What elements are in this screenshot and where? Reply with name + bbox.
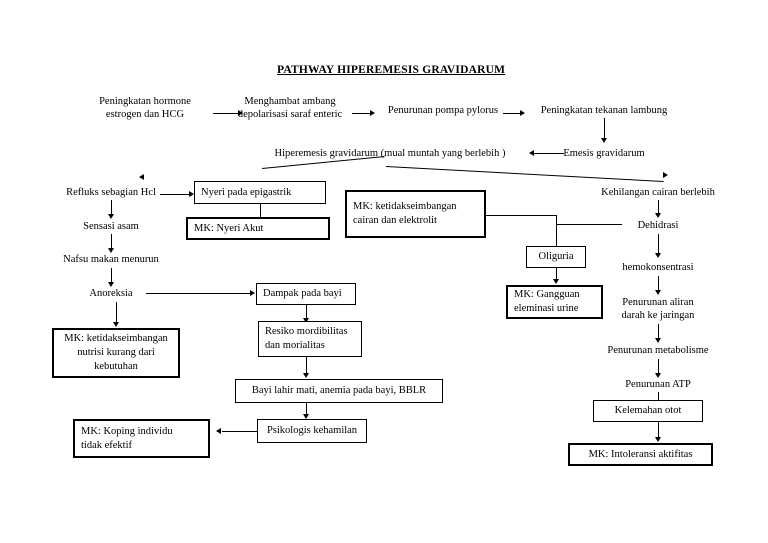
node-sensasi-asam: Sensasi asam [83,221,139,232]
connector-n06-n14 [385,166,664,183]
node-emesis-gravidarum: Emesis gravidarum [563,148,645,159]
connector-n03-n04 [503,113,521,114]
node-nyeri-pada-epigastrik: Nyeri pada epigastrik [194,181,326,204]
connector-n11-n12 [260,204,261,219]
node-peningkatan-tekanan-lambung: Peningkatan tekanan lambung [540,105,668,116]
node-psikologis-kehamilan: Psikologis kehamilan [257,419,367,443]
node-resiko-mordibilitas-label: Resiko mordibilitas dan morialitas [265,326,348,351]
node-penurunan-metabolisme: Penurunan metabolisme [607,345,709,356]
node-kehilangan-cairan-berlebih: Kehilangan cairan berlebih [601,187,715,198]
node-nyeri-pada-epigastrik-label: Nyeri pada epigastrik [201,186,292,198]
node-mk-intoleransi-aktifitas-label: MK: Intoleransi aktifitas [588,448,693,460]
connector-n10-n25 [146,293,251,294]
arrowhead-right-n07-n11 [189,191,194,197]
connector-n08-n09 [111,234,112,250]
connector-n01-n02 [213,113,239,114]
connector-n16-n17 [556,268,557,281]
node-dampak-pada-bayi: Dampak pada bayi [256,283,356,305]
node-dampak-pada-bayi-label: Dampak pada bayi [263,288,342,299]
arrowhead-right-n06-n14 [663,172,668,178]
connector-n15-junction [556,224,622,225]
node-refluks-sebagian-hcl: Refluks sebagian Hcl [66,187,156,198]
node-menghambat-ambang: Menghambat ambang depolarisasi saraf ent… [237,96,343,120]
connector-n18-n19 [658,276,659,293]
node-penurunan-pompa-pylorus: Penurunan pompa pylorus [387,105,499,116]
arrowhead-left-n06-n07 [139,174,144,180]
connector-junction-n16 [556,215,557,246]
node-mk-koping-individu: MK: Koping individu tidak efektif [73,419,210,458]
connector-n27-n28 [306,403,307,416]
connector-n19-n20 [658,324,659,341]
arrowhead-left-n05-n06 [529,150,534,156]
node-dehidrasi: Dehidrasi [637,220,679,231]
connector-n15-n18 [658,234,659,256]
node-mk-nyeri-akut-label: MK: Nyeri Akut [194,222,264,234]
arrowhead-down-n25-n26 [303,318,309,323]
connector-n26-n27 [306,357,307,375]
node-anoreksia: Anoreksia [89,288,133,299]
connector-n22-n23 [658,422,659,439]
connector-n28-n29 [222,431,257,432]
connector-n25-n26 [306,305,307,320]
arrowhead-down-n10-n24 [113,322,119,327]
node-mk-ketidakseimbangan-nutrisi: MK: ketidakseimbangan nutrisi kurang dar… [52,328,180,378]
arrowhead-down-n27-n28 [303,414,309,419]
connector-n14-n15 [658,200,659,216]
arrowhead-down-n16-n17 [553,279,559,284]
node-peningkatan-hormone: Peningkatan hormone estrogen dan HCG [99,96,191,120]
node-bayi-lahir-mati: Bayi lahir mati, anemia pada bayi, BBLR [235,379,443,403]
node-resiko-mordibilitas: Resiko mordibilitas dan morialitas [258,321,362,357]
node-mk-gangguan-eleminasi-urine: MK: Gangguan eleminasi urine [506,285,603,319]
node-psikologis-kehamilan-label: Psikologis kehamilan [266,425,358,436]
arrowhead-down-n15-n18 [655,253,661,258]
node-kelemahan-otot-label: Kelemahan otot [614,405,682,416]
node-mk-nyeri-akut: MK: Nyeri Akut [186,217,330,240]
arrowhead-down-n07-n08 [108,214,114,219]
node-hiperemesis-gravidarum: Hiperemesis gravidarum (mual muntah yang… [274,148,506,159]
node-mk-ketidakseimbangan-nutrisi-label: MK: ketidakseimbangan nutrisi kurang dar… [64,333,168,372]
arrowhead-down-n04-n05 [601,138,607,143]
arrowhead-left-n28-n29 [216,428,221,434]
node-nafsu-makan-menurun: Nafsu makan menurun [63,254,159,265]
connector-n20-n21 [658,359,659,376]
connector-n21-n22 [658,392,659,406]
arrowhead-down-n08-n09 [108,248,114,253]
node-mk-gangguan-eleminasi-urine-label: MK: Gangguan eleminasi urine [514,289,580,314]
node-oliguria-label: Oliguria [538,251,574,262]
node-kelemahan-otot: Kelemahan otot [593,400,703,422]
node-oliguria: Oliguria [526,246,586,268]
arrowhead-right-n02-n03 [370,110,375,116]
connector-n10-n24 [116,302,117,324]
node-mk-ketidakseimbangan-cairan-label: MK: ketidakseimbangan cairan dan elektro… [353,201,457,226]
arrowhead-right-n10-n25 [250,290,255,296]
connector-n02-n03 [352,113,371,114]
connector-n09-n10 [111,268,112,284]
arrowhead-down-n26-n27 [303,373,309,378]
node-hemokonsentrasi: hemokonsentrasi [622,262,694,273]
node-bayi-lahir-mati-label: Bayi lahir mati, anemia pada bayi, BBLR [251,385,427,396]
arrowhead-down-n14-n15 [655,213,661,218]
connector-n07-n11 [160,194,190,195]
arrowhead-down-n19-n20 [655,338,661,343]
node-penurunan-atp: Penurunan ATP [625,379,691,390]
arrowhead-down-n18-n19 [655,290,661,295]
arrowhead-down-n20-n21 [655,373,661,378]
node-penurunan-aliran-darah: Penurunan aliran darah ke jaringan [621,297,695,321]
arrowhead-down-n22-n23 [655,437,661,442]
arrowhead-right-n03-n04 [520,110,525,116]
connector-n04-n05 [604,118,605,140]
node-mk-ketidakseimbangan-cairan: MK: ketidakseimbangan cairan dan elektro… [345,190,486,238]
arrowhead-down-n09-n10 [108,282,114,287]
node-mk-intoleransi-aktifitas: MK: Intoleransi aktifitas [568,443,713,466]
connector-n05-n06 [534,153,564,154]
page-title: PATHWAY HIPEREMESIS GRAVIDARUM [277,64,506,76]
connector-n07-n08 [111,200,112,216]
node-mk-koping-individu-label: MK: Koping individu tidak efektif [81,425,173,451]
arrowhead-right-n01-n02 [238,110,243,116]
connector-n13-junction [486,215,557,216]
